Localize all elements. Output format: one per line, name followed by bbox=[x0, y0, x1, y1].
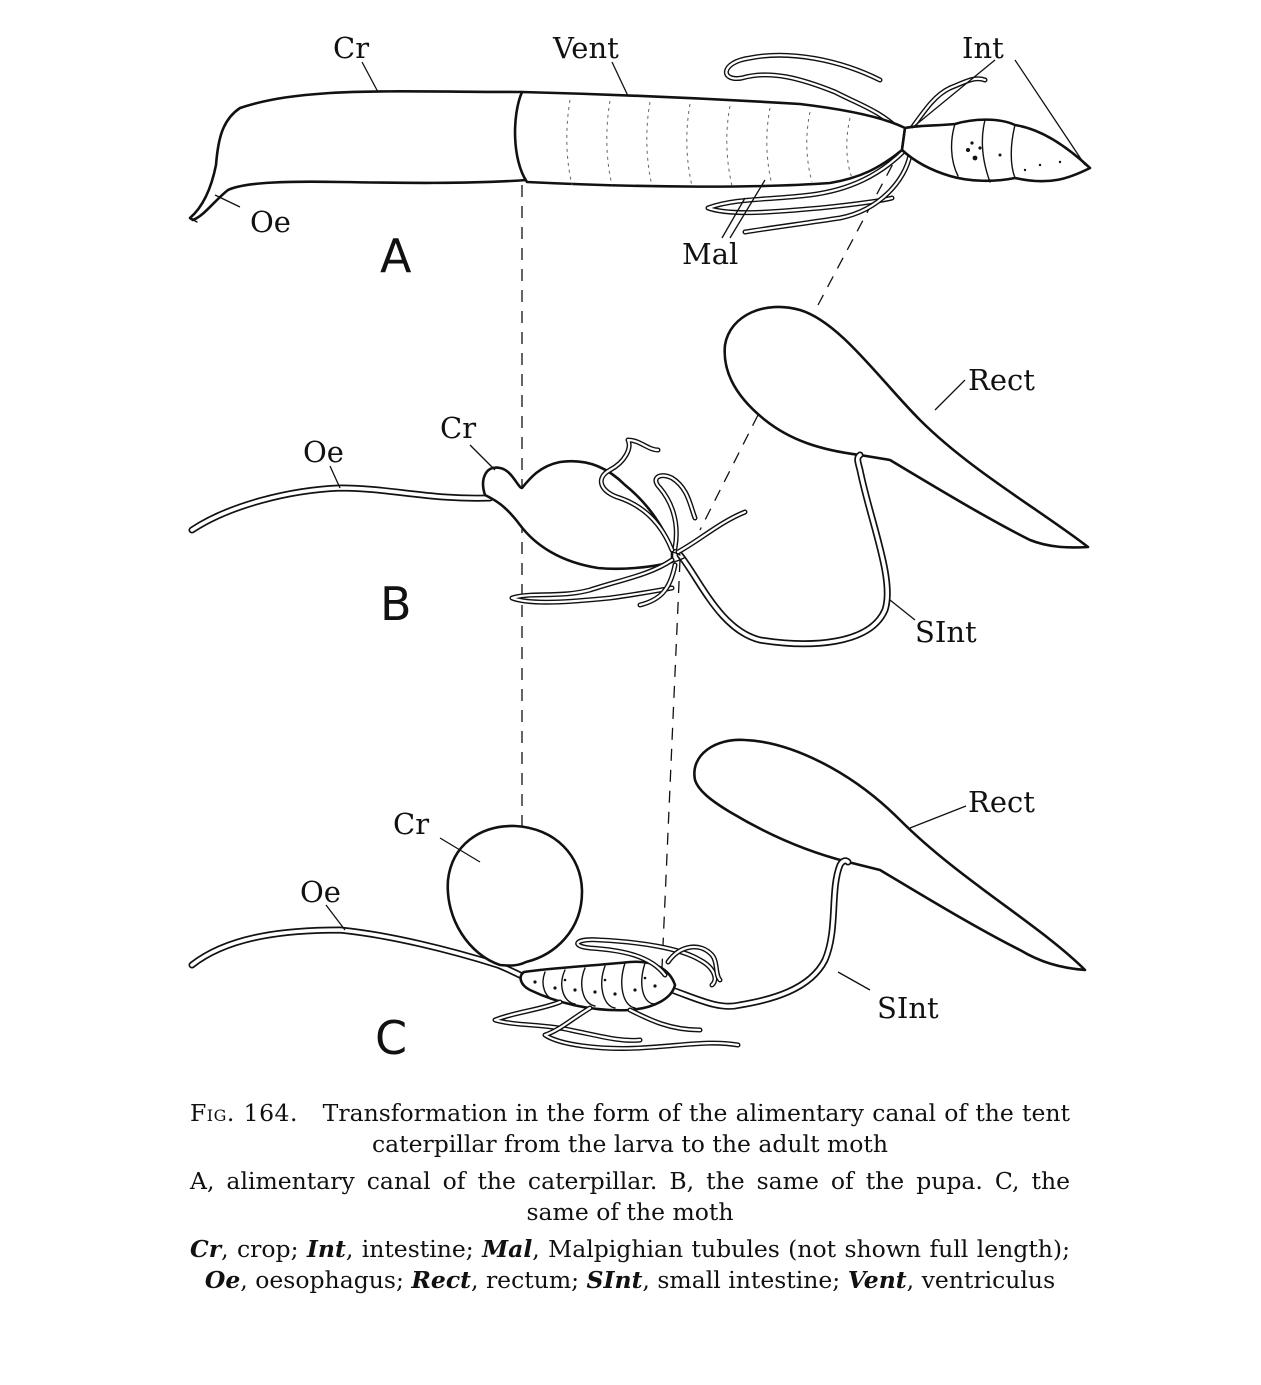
panel-description: A, alimentary canal of the caterpillar. … bbox=[190, 1167, 1070, 1227]
malpighian-tubules-c bbox=[492, 937, 741, 1051]
intestine-stipple-a bbox=[966, 141, 1062, 172]
ventriculus-a bbox=[513, 90, 907, 188]
legend-abbr: Rect bbox=[411, 1266, 471, 1295]
legend-abbr: Cr bbox=[190, 1235, 222, 1264]
label-int-a: Int bbox=[962, 31, 1004, 65]
legend-meaning: ventriculus bbox=[921, 1266, 1056, 1295]
malpighian-tubules-b bbox=[509, 437, 748, 608]
panel-b: Oe Cr Rect SInt B bbox=[188, 305, 1090, 649]
panel-c: Cr Oe Rect SInt C bbox=[188, 738, 1087, 1065]
label-vent-a: Vent bbox=[552, 31, 619, 65]
legend-abbr: Oe bbox=[204, 1266, 241, 1295]
label-sint-b: SInt bbox=[915, 615, 977, 649]
caption-title: Fig. 164. Transformation in the form of … bbox=[190, 1098, 1070, 1160]
rectum-c bbox=[693, 738, 1087, 972]
legend-meaning: intestine bbox=[361, 1235, 466, 1264]
caption-legend: Cr, crop; Int, intestine; Mal, Malpighia… bbox=[190, 1235, 1070, 1295]
intestine-a bbox=[900, 118, 1092, 183]
label-cr-a: Cr bbox=[333, 31, 369, 65]
legend-meaning: rectum bbox=[485, 1266, 572, 1295]
label-oe-b: Oe bbox=[303, 435, 344, 469]
panel-a: Cr Vent Int Oe Mal A bbox=[188, 31, 1092, 283]
ventriculus-coils-c bbox=[533, 962, 657, 1009]
legend-abbr: SInt bbox=[586, 1266, 643, 1295]
alimentary-canal-diagram: Cr Vent Int Oe Mal A bbox=[188, 31, 1092, 1065]
rectum-b bbox=[723, 305, 1090, 549]
label-oe-c: Oe bbox=[300, 875, 341, 909]
label-cr-b: Cr bbox=[440, 411, 476, 445]
ventriculus-b bbox=[481, 459, 674, 571]
label-rect-c: Rect bbox=[968, 785, 1035, 819]
crop-c bbox=[446, 824, 584, 967]
panel-letter-b: B bbox=[380, 577, 412, 631]
legend-meaning: Malpighian tubules (not shown full lengt… bbox=[548, 1235, 1063, 1264]
panel-letter-c: C bbox=[375, 1011, 407, 1065]
legend-meaning: oesophagus bbox=[255, 1266, 396, 1295]
caption-panels: A, alimentary canal of the caterpillar. … bbox=[190, 1166, 1070, 1228]
legend-abbr: Vent bbox=[847, 1266, 907, 1295]
label-oe-a: Oe bbox=[250, 205, 291, 239]
legend-meaning: crop bbox=[236, 1235, 291, 1264]
crop-a bbox=[188, 90, 529, 222]
figure-caption: Fig. 164. Transformation in the form of … bbox=[190, 1098, 1070, 1302]
label-sint-c: SInt bbox=[877, 991, 939, 1025]
label-mal-a: Mal bbox=[682, 237, 738, 271]
legend-meaning: small intestine bbox=[657, 1266, 833, 1295]
legend-abbr: Int bbox=[306, 1235, 346, 1264]
label-cr-c: Cr bbox=[393, 807, 429, 841]
label-rect-b: Rect bbox=[968, 363, 1035, 397]
panel-letter-a: A bbox=[380, 229, 412, 283]
correspondence-lines bbox=[521, 127, 913, 969]
ventriculus-rings bbox=[566, 99, 853, 187]
figure-number: Fig. 164. bbox=[190, 1099, 298, 1127]
legend-abbr: Mal bbox=[482, 1235, 533, 1264]
ventriculus-c bbox=[519, 960, 677, 1012]
figure-title: Transformation in the form of the alimen… bbox=[322, 1099, 1070, 1159]
